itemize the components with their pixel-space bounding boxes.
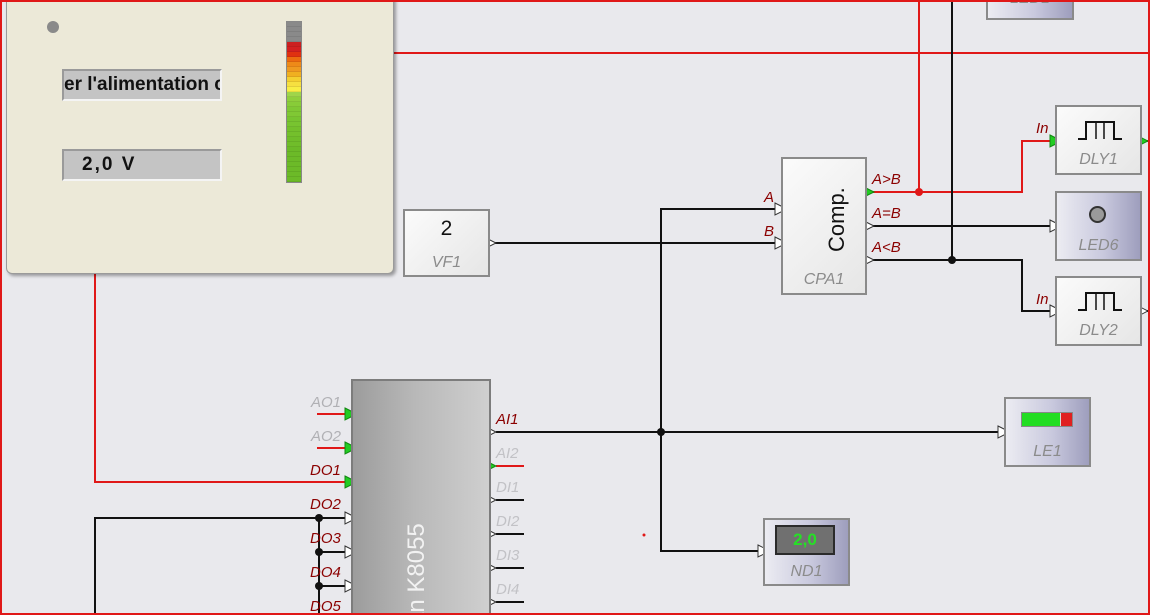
level-indicator-bar bbox=[1021, 412, 1073, 427]
k8055-port-ao2: AO2 bbox=[311, 428, 342, 445]
wire-black-a-nd1 bbox=[660, 208, 777, 552]
k8055-port-di2: DI2 bbox=[496, 513, 520, 530]
level-bar-segment bbox=[287, 82, 301, 87]
k8055-port-di1: DI1 bbox=[496, 479, 520, 496]
level-bar-segment bbox=[287, 92, 301, 97]
level-bar-segment bbox=[287, 152, 301, 157]
level-bar-segment bbox=[287, 37, 301, 42]
level-bar-segment bbox=[287, 102, 301, 107]
wire-red-do1 bbox=[94, 270, 347, 483]
level-bar-segment bbox=[287, 112, 301, 117]
level-bar-segment bbox=[287, 177, 301, 182]
level-bar-segment bbox=[287, 167, 301, 172]
comparator-title: Comp. bbox=[824, 187, 849, 252]
level-bar-segment bbox=[287, 42, 301, 47]
comparator-name: CPA1 bbox=[803, 271, 845, 288]
wire-black-do2 bbox=[94, 517, 347, 613]
delay2-block[interactable]: DLY2 bbox=[1055, 276, 1142, 346]
level-bar-segment bbox=[287, 22, 301, 27]
level-indicator-red-zone bbox=[1061, 413, 1072, 426]
level-bar-segment bbox=[287, 162, 301, 167]
comparator-port-a: A bbox=[764, 189, 775, 206]
comparator-port-gt: A>B bbox=[872, 171, 901, 188]
level-bar-segment bbox=[287, 107, 301, 112]
k8055-block[interactable]: an K8055 bbox=[351, 379, 491, 615]
level-bar-segment bbox=[287, 27, 301, 32]
pulse-icon bbox=[1078, 292, 1122, 311]
comparator-block[interactable]: CPA1 bbox=[781, 157, 867, 295]
level-bar-segment bbox=[287, 77, 301, 82]
wire-junction-black bbox=[948, 256, 956, 264]
delay1-port-in: In bbox=[1036, 120, 1049, 137]
lamp-icon bbox=[1089, 206, 1106, 223]
control-panel-window[interactable]: er l'alimentation c 2,0 V bbox=[6, 2, 394, 274]
pulse-icon bbox=[1078, 121, 1122, 140]
panel-voltage-field[interactable]: 2,0 V bbox=[62, 149, 222, 181]
k8055-label: an K8055 bbox=[403, 523, 430, 615]
level-bar-segment bbox=[287, 62, 301, 67]
k8055-port-ai2: AI2 bbox=[496, 445, 519, 462]
level-indicator-name: LE1 bbox=[1033, 443, 1062, 460]
k8055-port-ao1: AO1 bbox=[311, 394, 342, 411]
led6-name: LED6 bbox=[1078, 237, 1119, 254]
wire-red-to-dly1 bbox=[872, 140, 1052, 193]
level-bar-segment bbox=[287, 172, 301, 177]
vf1-value: 2 bbox=[440, 217, 453, 240]
numeric-display-name: ND1 bbox=[790, 563, 823, 580]
comparator-port-lt: A<B bbox=[872, 239, 901, 256]
level-bar-segment bbox=[287, 117, 301, 122]
led-top-name: LED1 bbox=[988, 2, 1072, 8]
delay1-block[interactable]: DLY1 bbox=[1055, 105, 1142, 175]
level-bar-segment bbox=[287, 122, 301, 127]
level-bar-segment bbox=[287, 127, 301, 132]
panel-level-bar bbox=[286, 21, 302, 183]
wire-junction-red bbox=[915, 188, 923, 196]
k8055-port-ai1: AI1 bbox=[496, 411, 519, 428]
vf1-block[interactable]: 2 VF1 bbox=[403, 209, 490, 277]
delay2-port-in: In bbox=[1036, 291, 1049, 308]
k8055-port-do4: DO4 bbox=[310, 564, 341, 581]
level-indicator-fill bbox=[1022, 413, 1060, 426]
k8055-port-do3: DO3 bbox=[310, 530, 341, 547]
level-bar-segment bbox=[287, 132, 301, 137]
level-bar-segment bbox=[287, 147, 301, 152]
numeric-display-value: 2,0 bbox=[775, 525, 835, 555]
k8055-port-do5: DO5 bbox=[310, 598, 341, 615]
led-top-block[interactable]: LED1 bbox=[986, 2, 1074, 20]
led6-block[interactable]: LED6 bbox=[1055, 191, 1142, 261]
level-bar-segment bbox=[287, 157, 301, 162]
level-bar-segment bbox=[287, 87, 301, 92]
level-bar-segment bbox=[287, 47, 301, 52]
level-bar-segment bbox=[287, 32, 301, 37]
wire-junction-ai1 bbox=[657, 428, 665, 436]
comparator-port-b: B bbox=[764, 223, 775, 240]
level-bar-segment bbox=[287, 67, 301, 72]
k8055-port-di3: DI3 bbox=[496, 547, 520, 564]
delay1-name: DLY1 bbox=[1079, 151, 1118, 168]
level-bar-segment bbox=[287, 72, 301, 77]
delay2-name: DLY2 bbox=[1079, 322, 1118, 339]
level-bar-segment bbox=[287, 137, 301, 142]
k8055-port-do2: DO2 bbox=[310, 496, 341, 513]
vf1-name: VF1 bbox=[431, 254, 462, 271]
indicator-dot-icon bbox=[47, 21, 59, 33]
comparator-port-eq: A=B bbox=[872, 205, 901, 222]
wire-black-to-dly2 bbox=[872, 259, 1052, 312]
level-indicator-block[interactable]: LE1 bbox=[1004, 397, 1091, 467]
level-bar-segment bbox=[287, 97, 301, 102]
k8055-port-do1: DO1 bbox=[310, 462, 341, 479]
level-bar-segment bbox=[287, 52, 301, 57]
level-bar-segment bbox=[287, 57, 301, 62]
level-bar-segment bbox=[287, 142, 301, 147]
panel-text-field[interactable]: er l'alimentation c bbox=[62, 69, 222, 101]
k8055-port-di4: DI4 bbox=[496, 581, 520, 598]
